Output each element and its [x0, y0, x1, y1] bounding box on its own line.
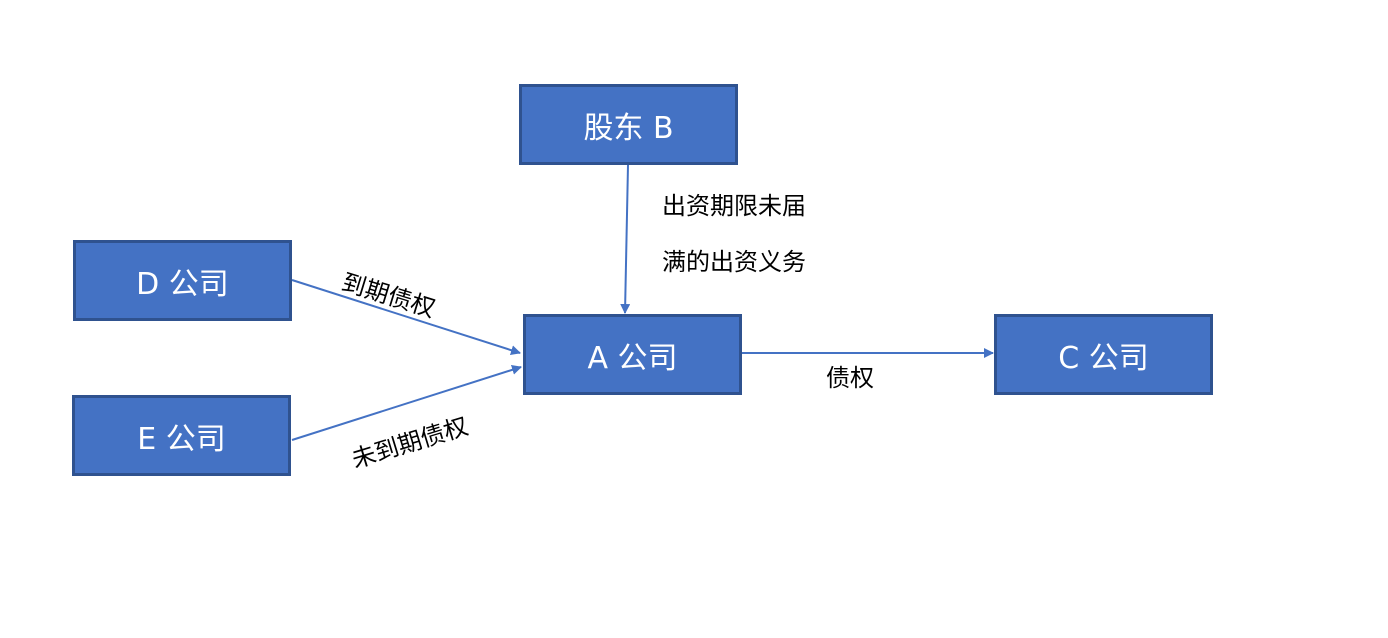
node-company-e: E 公司: [72, 395, 291, 476]
edge-b-to-a: [620, 164, 631, 314]
edge-d-to-a: [291, 279, 521, 356]
node-shareholder-b: 股东 B: [519, 84, 738, 165]
edge-label-a-to-c: 债权: [826, 364, 874, 392]
node-company-c: C 公司: [994, 314, 1213, 395]
node-company-d: D 公司: [73, 240, 292, 321]
edge-label-b-to-a-line1: 出资期限未届: [662, 192, 806, 220]
edge-label-b-to-a-line2: 满的出资义务: [662, 248, 806, 276]
edge-e-to-a: [291, 364, 522, 441]
node-company-a: A 公司: [523, 314, 742, 395]
